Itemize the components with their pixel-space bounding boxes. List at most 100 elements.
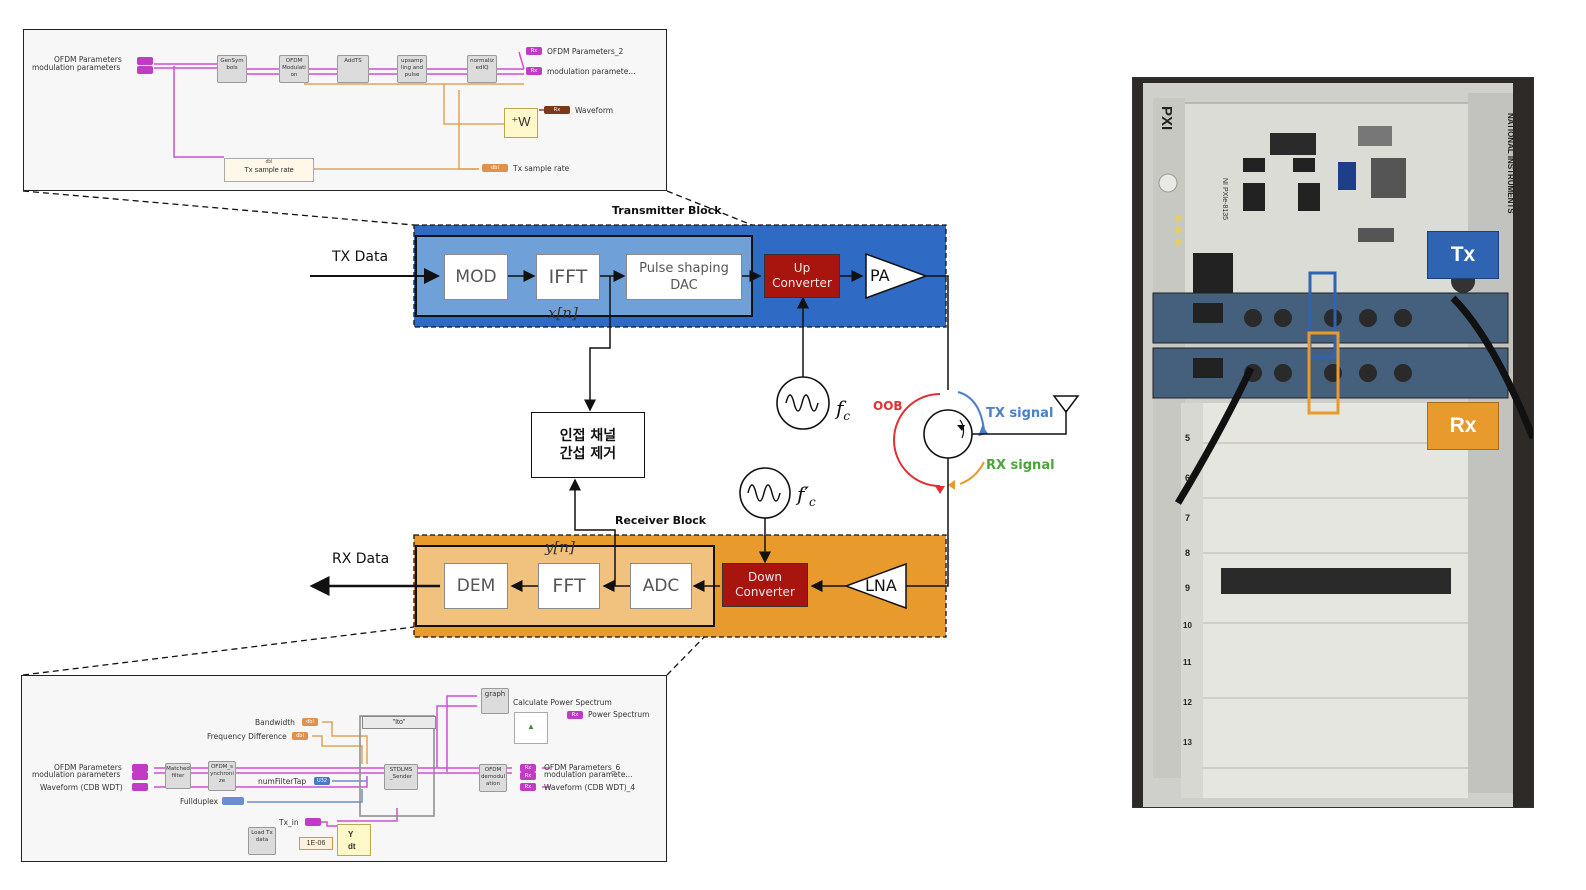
slot-number-8: 8 [1185, 548, 1191, 558]
rx-node-ofdm-demodulation[interactable]: OFDM demodul ation [479, 764, 507, 792]
rx-out-terminal[interactable]: Rx [520, 772, 536, 780]
slot-number-12: 12 [1183, 698, 1192, 707]
rx-input-terminal[interactable] [132, 772, 148, 780]
tx-node-ofdm-modulation[interactable]: OFDM Modulati on [279, 55, 309, 83]
tx-vi-terminal[interactable] [137, 57, 153, 65]
rx-calc-power-spectrum: Calculate Power Spectrum [513, 698, 612, 707]
tx-vi-panel: OFDM Parameters modulation parameters Ge… [23, 29, 667, 191]
rx-out-terminal[interactable]: Rx [567, 711, 583, 719]
up-converter-block[interactable]: Up Converter [764, 254, 840, 298]
rx-u32-badge[interactable]: U32 [314, 777, 330, 785]
interference-cancellation-block[interactable]: 인접 채널 간섭 제거 [531, 412, 645, 478]
rx-out-ofdm-params: OFDM Parameters_6 [544, 763, 621, 772]
dac-label: DAC [670, 278, 698, 293]
rx-input-terminal[interactable] [132, 764, 148, 772]
dem-block[interactable]: DEM [444, 563, 508, 609]
rx-control-freq-diff: Frequency Difference [207, 732, 287, 741]
tx-out-terminal[interactable]: dbl [482, 164, 508, 172]
tx-node-gensymbols[interactable]: GenSym bols [217, 55, 247, 83]
rx-case-selector[interactable]: "Ito" [362, 716, 436, 729]
rx-terminal-freq-diff[interactable]: dbl [292, 732, 308, 740]
rx-data-label: RX Data [332, 551, 390, 567]
tx-node-normalized-iq[interactable]: normaliz edIQ [467, 55, 497, 83]
tx-out-sample-rate: Tx sample rate [513, 164, 570, 173]
rx-out-power-spectrum: Power Spectrum [588, 710, 650, 719]
rx-input-terminal[interactable] [132, 783, 148, 791]
rx-tx-in-terminal[interactable] [305, 818, 321, 826]
tx-out-ofdm-params: OFDM Parameters_2 [547, 47, 624, 56]
rx-out-modulation-params: modulation paramete... [544, 770, 633, 779]
pulse-shaping-dac-block[interactable]: Pulse shaping DAC [626, 254, 742, 300]
cancel-line1: 인접 채널 [559, 428, 617, 444]
down-converter-block[interactable]: Down Converter [722, 563, 808, 607]
rx-dt-constant-value: 1E-06 [306, 840, 326, 847]
ifft-block[interactable]: IFFT [536, 254, 600, 300]
rx-out-terminal[interactable]: Rx [520, 764, 536, 772]
rx-label: Rx [1449, 414, 1477, 437]
rx-node-graph[interactable]: graph [481, 688, 509, 714]
pulse-shaping-label: Pulse shaping [639, 261, 729, 276]
rx-input-modulation-params: modulation parameters [32, 770, 121, 779]
rx-out-waveform: Waveform (CDB WDT)_4 [544, 783, 636, 792]
tx-node-addts[interactable]: AddTS [337, 55, 369, 83]
ni-vendor-text: NATIONAL INSTRUMENTS [1506, 113, 1515, 214]
rx-signal-label: RX signal [986, 458, 1055, 473]
waveform-build-icon[interactable]: ⁺W [504, 108, 538, 138]
cancel-line2: 간섭 제거 [559, 446, 617, 462]
rx-vi-panel: Bandwidth dbl Frequency Difference dbl O… [21, 675, 667, 862]
tx-node-upsampling[interactable]: upsamp ling and pulse [397, 55, 427, 83]
pxi-chassis-photo: PXI NATIONAL INSTRUMENTS NI PXIe-8135 5 … [1132, 77, 1534, 808]
slot-number-5: 5 [1185, 433, 1191, 443]
lna-label: LNA [865, 576, 897, 595]
rx-node-ofdm-sync[interactable]: OFDM_s ynchroni ze [208, 761, 236, 791]
tx-label: Tx [1450, 243, 1476, 266]
case-selector-value: "Ito" [392, 719, 406, 726]
rx-bundle-node[interactable]: Y dt [337, 824, 371, 856]
chassis-drawing [1133, 78, 1533, 807]
rx-control-tx-in: Tx_in [279, 818, 299, 827]
rx-control-bandwidth: Bandwidth [255, 718, 295, 727]
bundle-dt-label: dt [348, 842, 356, 851]
rx-input-ofdm-params: OFDM Parameters [54, 763, 122, 772]
oob-label: OOB [873, 399, 903, 413]
fft-block[interactable]: FFT [538, 563, 600, 609]
slot-number-6: 6 [1185, 473, 1191, 483]
fc-symbol: f [836, 396, 844, 420]
rx-fullduplex-terminal[interactable] [222, 797, 244, 805]
tx-block-title: Transmitter Block [612, 204, 722, 217]
tx-data-label: TX Data [332, 249, 389, 265]
slot-number-9: 9 [1185, 583, 1191, 593]
slot-number-10: 10 [1183, 621, 1192, 630]
rx-dt-constant[interactable]: 1E-06 [299, 837, 333, 850]
rx-node-stdlms-sender[interactable]: STDLMS _Sender [384, 764, 418, 790]
rx-control-numfiltertap: numFilterTap [258, 777, 307, 786]
rx-load-tx-data[interactable]: Load Tx data [248, 827, 276, 855]
fc-label: fc [836, 396, 850, 423]
pxi-brand-text: PXI [1158, 106, 1175, 131]
tx-out-terminal[interactable]: Rx [526, 67, 542, 75]
adc-block[interactable]: ADC [630, 563, 692, 609]
tx-out-terminal[interactable]: Rx [544, 106, 570, 114]
rx-terminal-bandwidth[interactable]: dbl [302, 718, 318, 726]
mod-block[interactable]: MOD [444, 254, 508, 300]
slot-number-13: 13 [1183, 738, 1192, 747]
yn-label: y[n] [545, 538, 575, 556]
bundle-y-label: Y [348, 830, 354, 839]
power-spectrum-icon[interactable]: ▲ [514, 712, 548, 744]
rx-node-matched-filter[interactable]: Matched filter [165, 763, 191, 789]
rx-out-terminal[interactable]: Rx [520, 783, 536, 791]
tx-vi-terminal[interactable] [137, 66, 153, 74]
tx-out-terminal[interactable]: Rx [526, 47, 542, 55]
fc-subscript: c [843, 409, 851, 423]
fc-prime-label: f′c [797, 482, 816, 509]
xn-label: x[n] [548, 304, 578, 322]
slot-number-7: 7 [1185, 513, 1191, 523]
fc-prime-symbol: f′ [797, 482, 809, 506]
controller-model-text: NI PXIe-8135 [1221, 178, 1228, 221]
rx-label-box: Rx [1427, 402, 1499, 450]
tx-out-modulation-params: modulation paramete... [547, 67, 636, 76]
tx-out-waveform: Waveform [575, 106, 614, 115]
tx-sample-rate-control[interactable]: dbl Tx sample rate [224, 158, 314, 182]
tx-vi-input-1: OFDM Parameters [54, 55, 122, 64]
tx-sample-rate-badge: dbl [265, 159, 273, 165]
